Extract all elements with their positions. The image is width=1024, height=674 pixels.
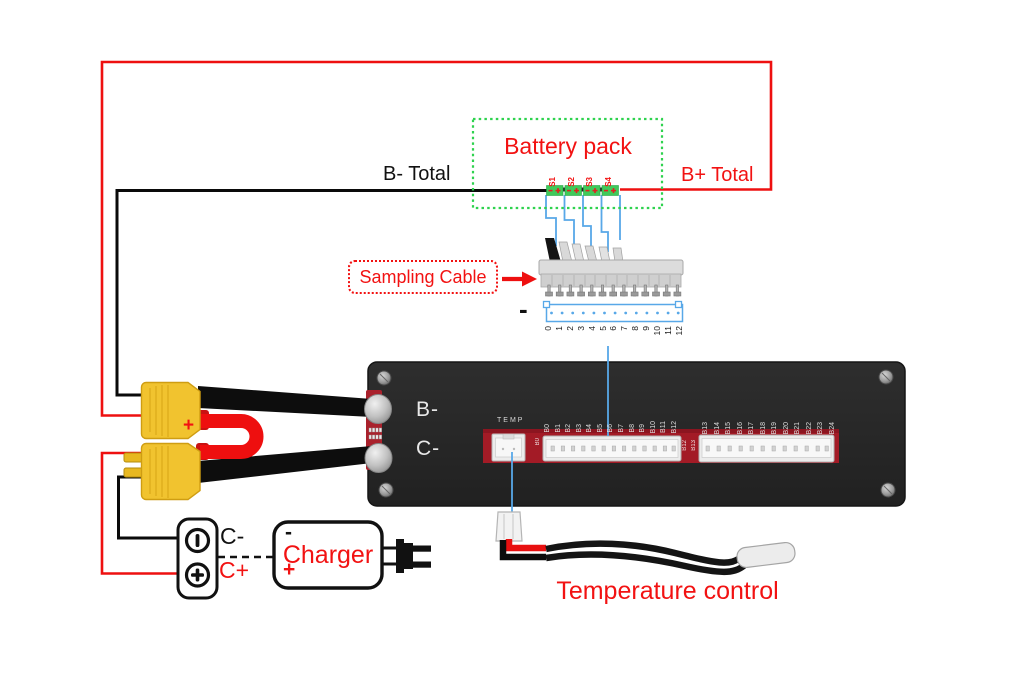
charge-port-minus-label: C- bbox=[220, 523, 245, 549]
battery-cells bbox=[546, 185, 619, 196]
temp-probe bbox=[495, 511, 796, 576]
vertical-label: 6 bbox=[608, 326, 619, 331]
vertical-label: B24 bbox=[828, 421, 836, 434]
board-c-minus-label: C- bbox=[416, 437, 441, 460]
vertical-label: B15 bbox=[725, 421, 733, 434]
balance-charge-loop bbox=[200, 414, 264, 459]
b-minus-total-label: B- Total bbox=[383, 163, 451, 185]
charger-plus-mark: + bbox=[283, 558, 296, 581]
vertical-label: 3 bbox=[575, 326, 586, 331]
sampling-cable-label: Sampling Cable bbox=[359, 266, 487, 287]
charger-minus-mark: - bbox=[285, 521, 292, 544]
vertical-label: S4 bbox=[603, 177, 613, 187]
vertical-label: 10 bbox=[652, 326, 663, 336]
vertical-label: B23 bbox=[817, 421, 825, 434]
vertical-label: 9 bbox=[641, 326, 652, 331]
balance-wires bbox=[545, 195, 621, 252]
temperature-control-label: Temperature control bbox=[556, 577, 779, 605]
vertical-label: B4 bbox=[586, 424, 594, 433]
charge-port-plus-label: C+ bbox=[219, 557, 250, 583]
board-screws bbox=[376, 369, 896, 498]
vertical-label: B14 bbox=[713, 421, 721, 434]
vertical-label: B0 bbox=[544, 424, 551, 433]
power-plug-icon bbox=[382, 539, 431, 573]
pcb-mark-b13: B13 bbox=[691, 440, 697, 451]
vertical-label: 8 bbox=[630, 326, 641, 331]
charger-box bbox=[272, 520, 431, 590]
vertical-label: B2 bbox=[565, 424, 573, 433]
pcb-mark-b0: B0 bbox=[535, 438, 541, 446]
b-minus-cable bbox=[198, 386, 372, 417]
vertical-label: B20 bbox=[782, 421, 790, 434]
vertical-label: 1 bbox=[553, 326, 564, 331]
balance-connector-1 bbox=[542, 435, 682, 462]
b-plus-total-label: B+ Total bbox=[681, 164, 754, 186]
vertical-label: B6 bbox=[607, 424, 615, 433]
vertical-label: B21 bbox=[794, 421, 802, 434]
battery-pack-box bbox=[471, 117, 664, 210]
board-b-minus-label: B- bbox=[416, 398, 439, 421]
pcb-window bbox=[483, 429, 839, 463]
battery-pack-title: Battery pack bbox=[504, 133, 632, 159]
vertical-label: B7 bbox=[618, 424, 626, 433]
xt60-top bbox=[140, 381, 201, 440]
plus-terminal-icon bbox=[184, 562, 211, 588]
loop-plus-mark: + bbox=[183, 415, 195, 436]
temp-sensor-head bbox=[736, 541, 796, 569]
pcb-mark-b12: B12 bbox=[682, 440, 688, 451]
vertical-label: 2 bbox=[564, 326, 575, 331]
charger-label: Charger bbox=[282, 541, 374, 569]
vertical-label: 4 bbox=[586, 326, 597, 331]
connector-pins bbox=[545, 284, 682, 297]
vertical-label: 11 bbox=[662, 326, 673, 335]
vertical-label: B12 bbox=[670, 420, 678, 433]
vertical-label: S1 bbox=[548, 177, 557, 187]
vertical-label: 5 bbox=[597, 326, 608, 331]
xt60-connectors bbox=[123, 381, 264, 501]
balance-connector-2 bbox=[698, 434, 835, 463]
sampling-connector bbox=[538, 238, 684, 297]
c-minus-cable bbox=[198, 446, 372, 483]
vertical-label: B17 bbox=[748, 421, 756, 434]
vertical-label: B8 bbox=[628, 424, 636, 433]
charge-port bbox=[176, 517, 219, 600]
vertical-label: B16 bbox=[736, 421, 744, 434]
vertical-label: S3 bbox=[585, 177, 595, 187]
arrow-icon bbox=[502, 271, 537, 287]
wire-b-plus-total bbox=[100, 60, 773, 417]
pin-map-box bbox=[542, 300, 684, 323]
vertical-label: S2 bbox=[566, 177, 576, 187]
solder-terminals bbox=[364, 394, 393, 473]
vertical-label: B9 bbox=[639, 424, 647, 433]
vertical-label: B1 bbox=[554, 424, 562, 433]
sampling-cable-callout: Sampling Cable bbox=[348, 260, 498, 294]
vertical-label: 0 bbox=[543, 326, 553, 331]
temp-connector bbox=[491, 433, 526, 462]
vertical-label: B18 bbox=[759, 421, 767, 434]
vertical-label: B5 bbox=[596, 424, 604, 433]
vertical-label: B3 bbox=[575, 424, 583, 433]
minus-terminal-icon bbox=[184, 527, 211, 554]
vertical-label: B10 bbox=[649, 420, 657, 433]
sampling-minus-mark: - bbox=[519, 294, 528, 324]
temp-connector-label: TEMP bbox=[497, 417, 525, 424]
vertical-label: B11 bbox=[660, 421, 668, 433]
vertical-label: 7 bbox=[619, 326, 630, 331]
cell-labels-row: S1 S2 S3 S4 bbox=[548, 167, 615, 187]
xt60-bottom bbox=[140, 442, 201, 501]
vertical-label: B13 bbox=[702, 421, 709, 434]
vertical-label: 12 bbox=[673, 326, 684, 336]
vertical-label: B22 bbox=[805, 421, 813, 434]
pcb-components bbox=[368, 427, 382, 440]
vertical-label: B19 bbox=[771, 421, 779, 434]
xt60-female-prongs bbox=[123, 452, 145, 478]
